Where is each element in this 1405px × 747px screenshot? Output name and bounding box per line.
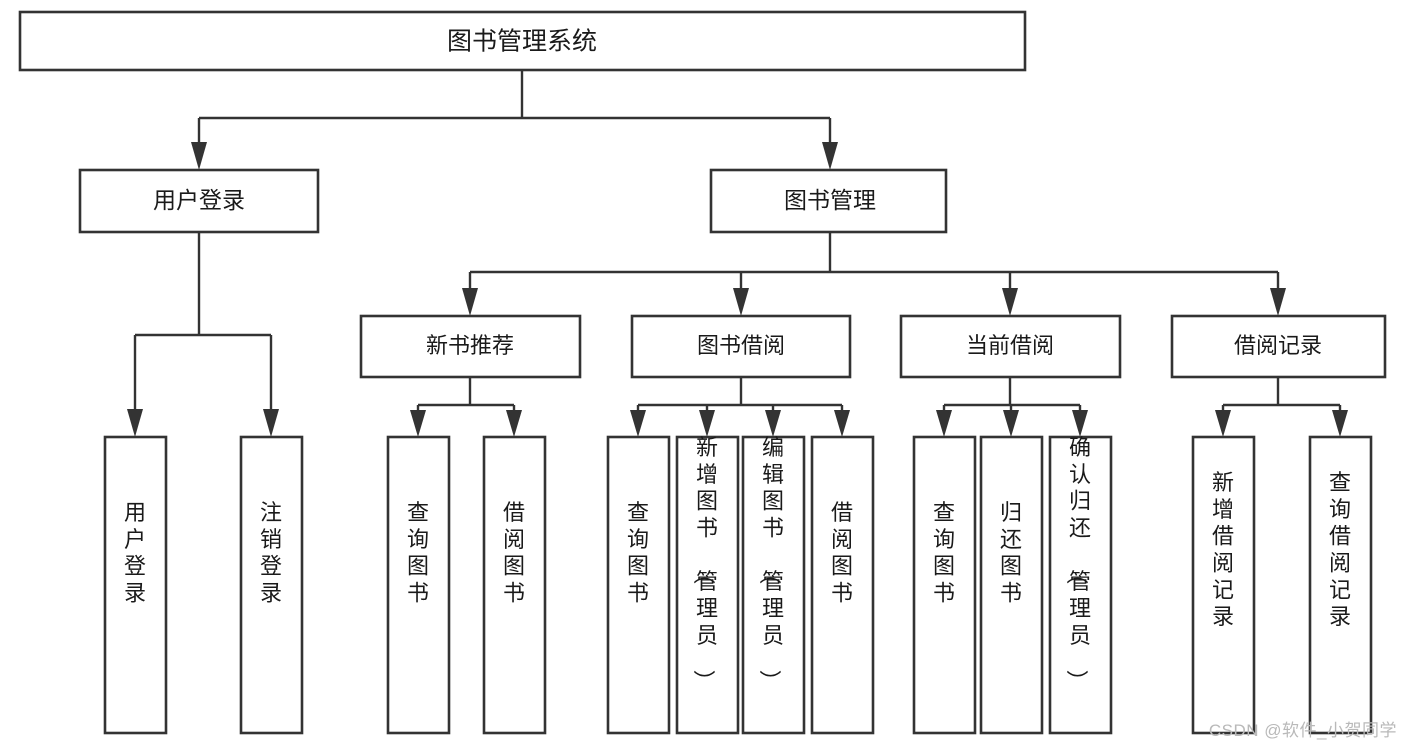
node-user-login[interactable]: 用户登录 <box>78 168 320 234</box>
connector-group-current-borrow <box>936 377 1088 437</box>
leaf-query-record-label: 查询借阅记录 <box>1329 470 1351 629</box>
arrow-to-leaf-add-book <box>699 410 715 437</box>
node-book-borrow[interactable]: 图书借阅 <box>630 314 852 379</box>
leaf-edit-book[interactable]: 编辑图书（管理员） <box>741 435 806 735</box>
leaf-query-book-2[interactable]: 查询图书 <box>606 435 671 735</box>
node-book-manage-box[interactable] <box>709 168 948 234</box>
leaf-query-book-1-box[interactable] <box>386 435 451 735</box>
leaf-query-book-1-label: 查询图书 <box>407 500 429 606</box>
arrow-to-leaf-return-book <box>1003 410 1019 437</box>
leaf-query-book-3-box[interactable] <box>912 435 977 735</box>
node-current-borrow-box[interactable] <box>899 314 1122 379</box>
leaf-query-book-3-label: 查询图书 <box>933 500 955 606</box>
arrow-to-leaf-query-book-2 <box>630 410 646 437</box>
leaf-user-logout-label: 注销登录 <box>260 500 282 606</box>
arrow-to-leaf-query-record <box>1332 410 1348 437</box>
node-current-borrow-label: 当前借阅 <box>966 333 1054 358</box>
connector-group-book-borrow <box>630 377 850 437</box>
node-new-book-rec-label: 新书推荐 <box>426 333 514 358</box>
node-book-borrow-box[interactable] <box>630 314 852 379</box>
leaf-confirm-return-box[interactable] <box>1048 435 1113 735</box>
arrow-to-leaf-user-login <box>127 409 143 437</box>
leaf-query-book-2-label: 查询图书 <box>627 500 649 606</box>
arrow-to-borrow-record <box>1270 288 1286 316</box>
arrow-to-leaf-borrow-book-2 <box>834 410 850 437</box>
connector-group-root <box>191 70 838 170</box>
leaf-borrow-book-2-box[interactable] <box>810 435 875 735</box>
node-current-borrow[interactable]: 当前借阅 <box>899 314 1122 379</box>
leaf-borrow-book-1-box[interactable] <box>482 435 547 735</box>
arrow-to-leaf-query-book-1 <box>410 410 426 437</box>
arrow-to-leaf-confirm-return <box>1072 410 1088 437</box>
node-book-manage-label: 图书管理 <box>784 187 876 213</box>
node-new-book-rec-box[interactable] <box>359 314 582 379</box>
node-user-login-box[interactable] <box>78 168 320 234</box>
arrow-to-book-borrow <box>733 288 749 316</box>
arrow-to-leaf-query-book-3 <box>936 410 952 437</box>
leaf-borrow-book-2-label: 借阅图书 <box>831 500 853 606</box>
leaf-borrow-book-1[interactable]: 借阅图书 <box>482 435 547 735</box>
connector-group-new-book-rec <box>410 377 522 437</box>
node-book-manage[interactable]: 图书管理 <box>709 168 948 234</box>
leaf-confirm-return-label: 确认归还（管理员） <box>1064 435 1091 692</box>
leaf-user-login[interactable]: 用户登录 <box>103 435 168 735</box>
leaf-query-record-box[interactable] <box>1308 435 1373 735</box>
arrow-to-leaf-add-record <box>1215 410 1231 437</box>
leaf-add-book-label: 新增图书（管理员） <box>691 435 718 692</box>
leaf-user-logout-box[interactable] <box>239 435 304 735</box>
leaf-confirm-return[interactable]: 确认归还（管理员） <box>1048 435 1113 735</box>
leaf-edit-book-label: 编辑图书（管理员） <box>757 435 784 692</box>
leaf-borrow-book-1-label: 借阅图书 <box>503 500 525 606</box>
arrow-to-leaf-user-logout <box>263 409 279 437</box>
leaf-add-book[interactable]: 新增图书（管理员） <box>675 435 740 735</box>
node-root[interactable]: 图书管理系统 <box>18 10 1027 72</box>
leaf-add-record-label: 新增借阅记录 <box>1212 470 1234 629</box>
leaf-return-book-label: 归还图书 <box>1000 500 1022 606</box>
leaf-return-book[interactable]: 归还图书 <box>979 435 1044 735</box>
node-root-label: 图书管理系统 <box>447 28 597 56</box>
arrow-to-book-manage <box>822 142 838 170</box>
arrow-to-user-login <box>191 142 207 170</box>
node-root-box[interactable] <box>18 10 1027 72</box>
node-borrow-record-label: 借阅记录 <box>1234 333 1322 358</box>
leaf-edit-book-box[interactable] <box>741 435 806 735</box>
arrow-to-leaf-edit-book <box>765 410 781 437</box>
node-new-book-rec[interactable]: 新书推荐 <box>359 314 582 379</box>
leaf-add-record-box[interactable] <box>1191 435 1256 735</box>
node-book-borrow-label: 图书借阅 <box>697 333 785 358</box>
leaf-user-logout[interactable]: 注销登录 <box>239 435 304 735</box>
leaf-user-login-label: 用户登录 <box>124 500 146 606</box>
connector-group-borrow-record <box>1215 377 1348 437</box>
leaf-query-book-1[interactable]: 查询图书 <box>386 435 451 735</box>
leaf-borrow-book-2[interactable]: 借阅图书 <box>810 435 875 735</box>
leaf-user-login-box[interactable] <box>103 435 168 735</box>
connector-group-book-manage <box>462 232 1286 316</box>
csdn-watermark: CSDN @软件_小贺同学 <box>1208 721 1397 740</box>
arrow-to-leaf-borrow-book-1 <box>506 410 522 437</box>
node-borrow-record-box[interactable] <box>1170 314 1387 379</box>
leaf-query-book-3[interactable]: 查询图书 <box>912 435 977 735</box>
leaf-add-record[interactable]: 新增借阅记录 <box>1191 435 1256 735</box>
arrow-to-new-book-rec <box>462 288 478 316</box>
leaf-return-book-box[interactable] <box>979 435 1044 735</box>
node-borrow-record[interactable]: 借阅记录 <box>1170 314 1387 379</box>
leaf-add-book-box[interactable] <box>675 435 740 735</box>
arrow-to-current-borrow <box>1002 288 1018 316</box>
leaf-query-book-2-box[interactable] <box>606 435 671 735</box>
connector-group-user-login <box>127 232 279 437</box>
leaf-query-record[interactable]: 查询借阅记录 <box>1308 435 1373 735</box>
node-user-login-label: 用户登录 <box>153 187 245 213</box>
